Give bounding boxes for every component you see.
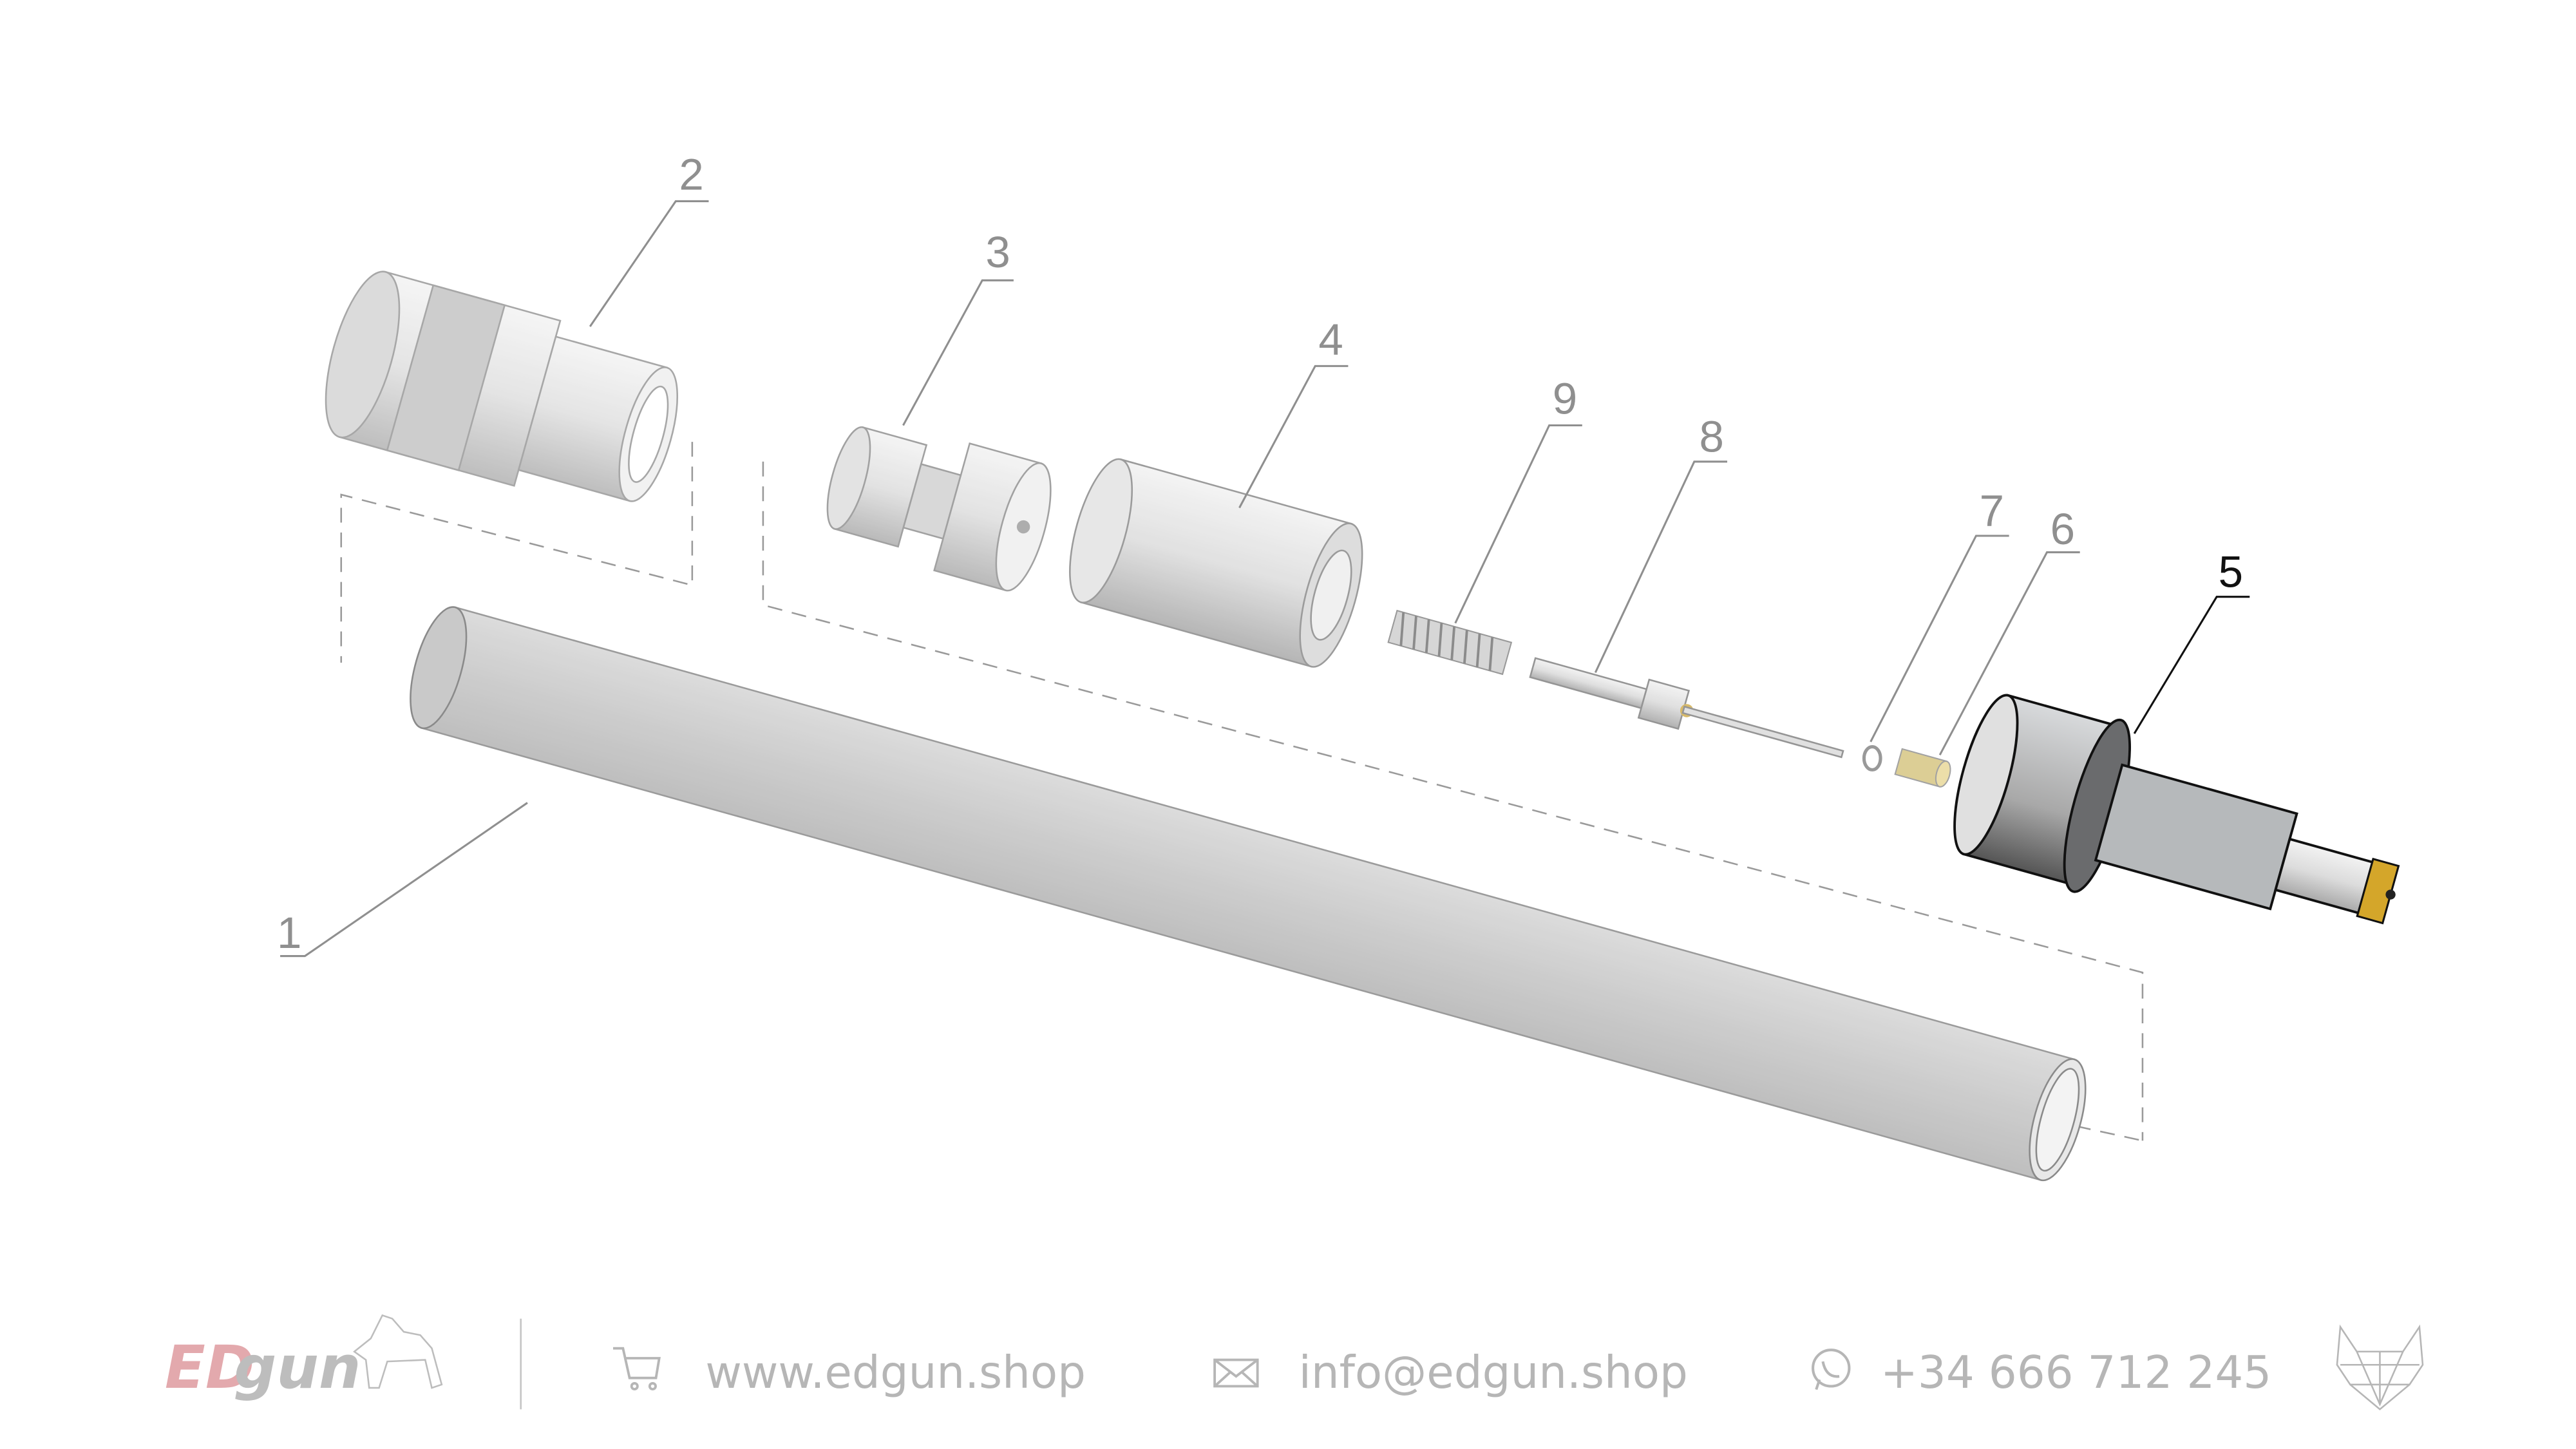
svg-text:gun: gun <box>234 1332 361 1402</box>
svg-text:ED: ED <box>165 1332 254 1402</box>
callout-9[interactable]: 9 <box>1553 374 1577 424</box>
callout-2[interactable]: 2 <box>679 149 703 200</box>
whatsapp-icon <box>1812 1349 1851 1390</box>
callout-5[interactable]: 5 <box>2219 546 2243 596</box>
leader-9 <box>1454 424 1582 624</box>
part-3-valve[interactable] <box>815 410 1062 596</box>
email-link[interactable]: info@edgun.shop <box>1299 1347 1688 1399</box>
callout-7[interactable]: 7 <box>1980 486 2004 536</box>
callout-8[interactable]: 8 <box>1700 411 1724 461</box>
footer: ED gun www.edgun.shop info@edgun.shop +3… <box>165 1314 2424 1411</box>
leader-7 <box>1870 535 2009 743</box>
website-link[interactable]: www.edgun.shop <box>705 1347 1086 1399</box>
part-9-spring[interactable] <box>1387 609 1513 676</box>
callout-3[interactable]: 3 <box>985 227 1010 277</box>
part-4-housing[interactable] <box>1057 453 1375 673</box>
leader-8 <box>1594 460 1728 674</box>
part-7-o-ring[interactable] <box>1862 744 1882 772</box>
cart-icon <box>613 1347 661 1391</box>
callout-1[interactable]: 1 <box>277 907 301 958</box>
phone-link[interactable]: +34 666 712 245 <box>1880 1347 2271 1399</box>
leader-1 <box>280 802 528 958</box>
part-8-pin[interactable] <box>1528 649 1848 773</box>
leader-6 <box>1938 551 2080 756</box>
assembly-guide-lines <box>340 442 2144 1142</box>
callout-6[interactable]: 6 <box>2050 504 2075 554</box>
leader-5 <box>2133 596 2250 734</box>
edgun-logo[interactable]: ED gun <box>165 1314 443 1402</box>
part-5-valve-block[interactable] <box>1940 683 2421 975</box>
wolf-logo-icon <box>2336 1324 2424 1411</box>
part-1-tube[interactable] <box>399 601 2097 1186</box>
leader-3 <box>902 279 1014 426</box>
leader-lines <box>280 200 2250 958</box>
callout-4[interactable]: 4 <box>1318 314 1343 364</box>
callouts: 1 2 3 4 5 6 7 8 9 <box>277 149 2243 958</box>
leader-2 <box>589 200 709 327</box>
mail-icon <box>1213 1358 1259 1388</box>
leader-4 <box>1238 365 1349 509</box>
part-2-end-cap[interactable] <box>311 264 694 523</box>
dog-silhouette-icon <box>353 1314 443 1389</box>
part-6-seat[interactable] <box>1894 748 1953 788</box>
